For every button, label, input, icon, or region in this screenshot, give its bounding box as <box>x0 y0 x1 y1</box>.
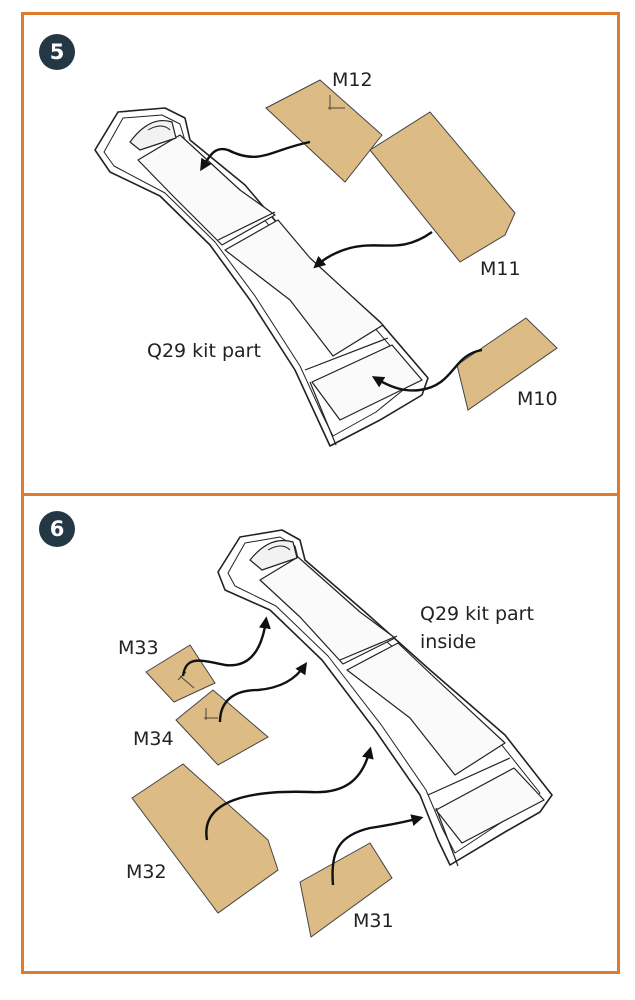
label-m32: M32 <box>126 861 167 883</box>
part-m32-sheet <box>131 763 279 914</box>
label-m12: M12 <box>332 69 373 91</box>
label-q29-kit-part: Q29 kit part <box>147 340 261 362</box>
part-m33-sheet <box>145 644 216 703</box>
label-m31: M31 <box>353 910 394 932</box>
label-m10: M10 <box>517 388 558 410</box>
part-m34-sheet <box>175 689 269 766</box>
label-m34: M34 <box>133 728 174 750</box>
arrow-m31-to-part <box>331 814 424 886</box>
step-6-badge: 6 <box>39 511 75 547</box>
arrow-m32-to-part <box>205 746 374 841</box>
part-m11-sheet <box>369 111 516 263</box>
step-6-kit-part <box>217 529 553 867</box>
step-divider <box>21 493 620 496</box>
part-m31-sheet <box>299 842 393 938</box>
label-m11: M11 <box>480 258 521 280</box>
part-m12-sheet <box>265 79 383 183</box>
arrow-m34-to-part <box>218 662 307 723</box>
part-m10-sheet <box>456 317 558 411</box>
arrow-m10-to-part <box>371 348 483 392</box>
step-5-kit-part <box>94 107 429 447</box>
label-m33: M33 <box>118 637 159 659</box>
label-q29-kit-part-inside-line1: Q29 kit part <box>420 603 534 625</box>
step-5-badge: 5 <box>39 34 75 70</box>
arrow-m12-to-part <box>200 140 311 172</box>
arrow-m33-to-part <box>181 616 271 677</box>
label-q29-kit-part-inside-line2: inside <box>420 631 476 653</box>
arrow-m11-to-part <box>313 231 433 269</box>
